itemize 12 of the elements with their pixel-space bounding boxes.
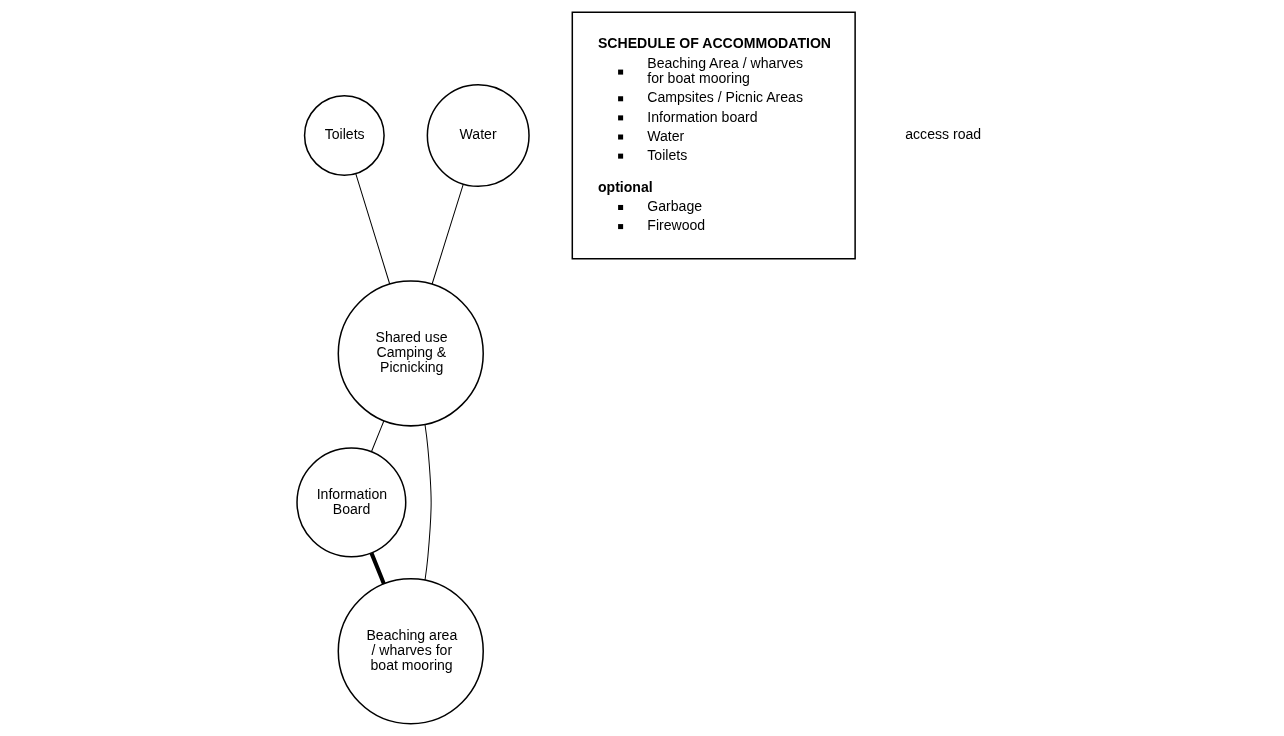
node-circle: Shared use Camping & Picnicking (337, 280, 484, 427)
node-box: SCHEDULE OF ACCOMMODATION Beaching Area / wharves for boat mooring Campsites / Picnic Areas Information board Water Toilets optional Garbage Firewood (571, 11, 856, 260)
connector (431, 183, 464, 285)
label: access road (904, 126, 981, 143)
node-circle: Water (426, 83, 530, 188)
connector (424, 424, 432, 581)
connector (369, 552, 386, 585)
node-circle: Toilets (303, 95, 385, 176)
connector (370, 420, 384, 453)
node-circle: Beaching area / wharves for boat mooring (337, 578, 484, 725)
node-circle: Information Board (295, 447, 406, 558)
connector (354, 173, 390, 285)
